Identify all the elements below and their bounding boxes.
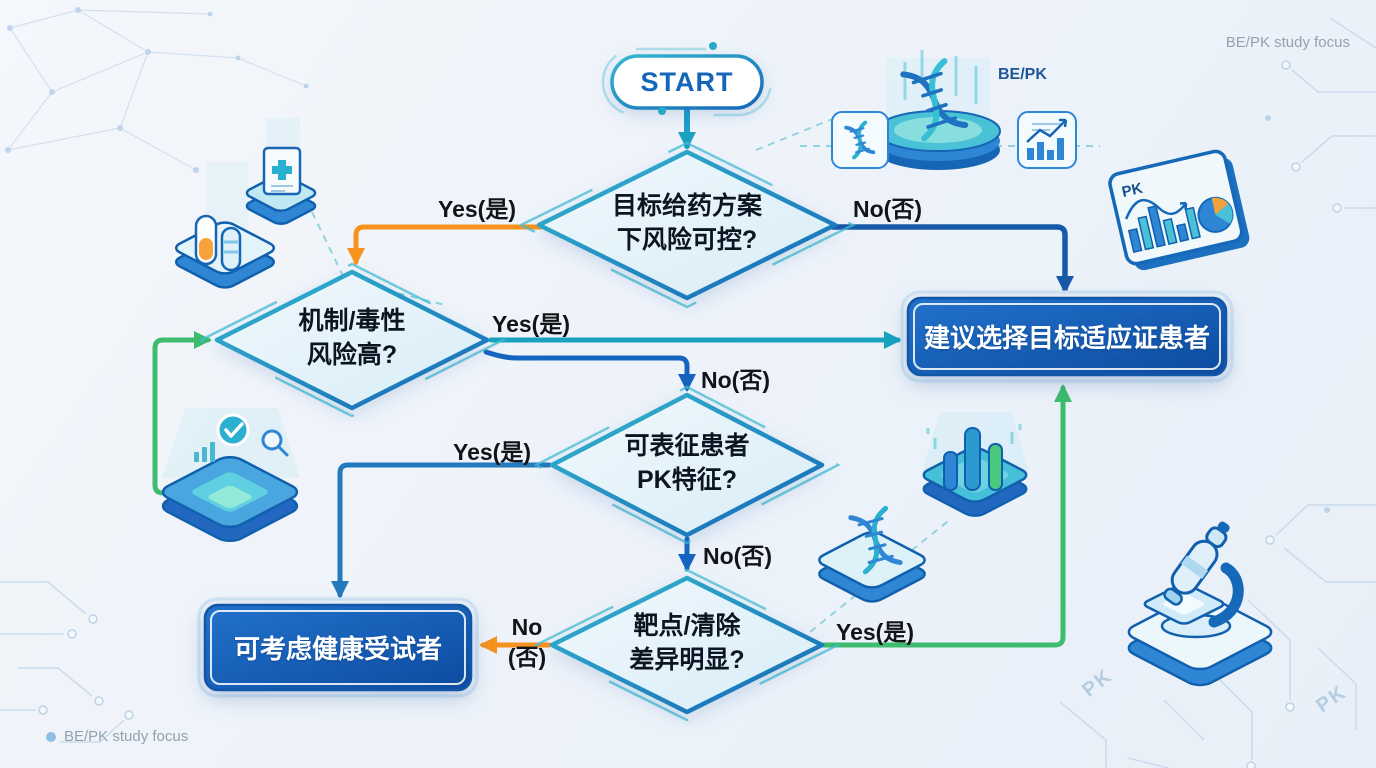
circuit-pattern-bottom-right	[1059, 504, 1376, 768]
outcome-healthy-label: 可考虑健康受试者	[233, 634, 442, 664]
magnifier-icon	[261, 429, 289, 457]
circuit-pattern-top-right	[1265, 17, 1376, 213]
dna-tile-icon	[814, 505, 930, 604]
watermark-top-right: BE/PK study focus	[1225, 34, 1350, 51]
edge-d1-no	[830, 224, 1074, 294]
edge-d3-yes	[331, 462, 552, 599]
start-label: START	[640, 66, 734, 97]
outcome-patients-box	[900, 290, 1234, 383]
pk-dashboard-label: PK	[1120, 180, 1144, 201]
medical-document-icon	[243, 146, 319, 226]
decor-dot	[709, 42, 717, 50]
hologram-glows	[162, 50, 1028, 478]
edge-label-d1-no: No(否)	[853, 196, 922, 222]
legend-bottom-left: BE/PK study focus	[46, 728, 188, 745]
bepk-cluster-label: BE/PK	[998, 66, 1047, 83]
edge-d4-yes	[821, 384, 1072, 648]
dna-card-icon	[831, 111, 889, 169]
mesh-pattern	[5, 7, 309, 173]
outcome-healthy-box	[197, 597, 479, 698]
edge-d2-no	[483, 349, 696, 392]
microscope-icon	[1122, 521, 1278, 689]
pk-dashboard-icon: PK	[1108, 149, 1250, 271]
decision-characterize-pk	[533, 385, 841, 545]
edge-loop-to-d2	[152, 331, 251, 496]
dna-disc-icon	[875, 58, 1001, 170]
check-badge-icon	[216, 413, 250, 447]
test-tubes-icon	[171, 214, 278, 290]
circuit-pattern-bottom-left	[0, 581, 134, 743]
edge-label-d4-yes: Yes(是)	[836, 619, 914, 645]
quality-check-platform-icon	[156, 413, 303, 544]
decision-target-clearance	[533, 568, 841, 722]
edge-d1-yes	[347, 224, 544, 266]
decision-risk-controllable-label: 目标给药方案 下风险可控?	[611, 192, 762, 254]
edge-label-d4-no: No (否)	[507, 614, 547, 670]
outcome-patients-label: 建议选择目标适应证患者	[923, 323, 1210, 353]
edge-label-d3-yes: Yes(是)	[453, 439, 531, 465]
edge-label-d3-no: No(否)	[703, 543, 772, 569]
mini-bars-icon	[194, 442, 215, 462]
chart-card-icon	[1017, 111, 1077, 169]
decision-mechanism-toxicity	[198, 262, 506, 418]
edge-label-d2-yes: Yes(是)	[492, 311, 570, 337]
start-node	[601, 42, 773, 117]
decision-target-clearance-label: 靶点/清除 差异明显?	[629, 612, 745, 674]
decision-mechanism-toxicity-label: 机制/毒性 风险高?	[298, 307, 406, 369]
decision-risk-controllable	[518, 141, 856, 309]
bar-chart-tile-icon	[918, 427, 1031, 518]
legend-dot	[46, 731, 56, 742]
edge-label-d2-no: No(否)	[701, 367, 770, 393]
decision-characterize-pk-label: 可表征患者 PK特征?	[624, 432, 750, 494]
edge-label-d1-yes: Yes(是)	[438, 196, 516, 222]
decor-dot	[658, 107, 666, 115]
